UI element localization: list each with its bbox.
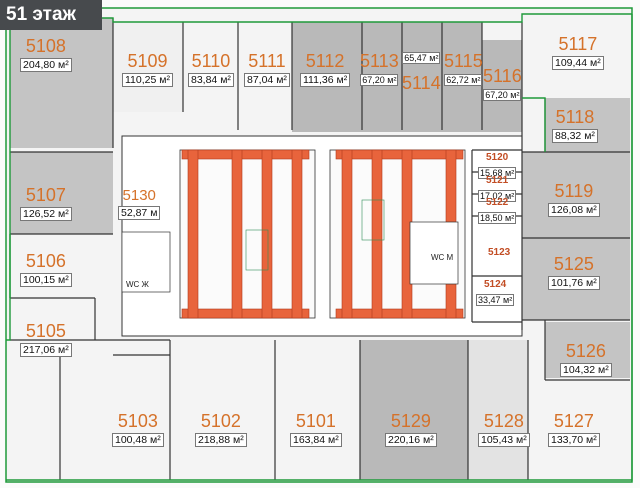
unit-5129-shade bbox=[360, 340, 468, 480]
stairs bbox=[245, 199, 385, 271]
unit-5109-shade bbox=[113, 22, 183, 112]
unit-5115-shade bbox=[442, 22, 482, 132]
unit-5116-shade bbox=[482, 40, 522, 132]
unit-5118-shade bbox=[545, 98, 630, 152]
unit-5113-shade bbox=[362, 22, 402, 132]
wc-men-label: WC М bbox=[431, 253, 454, 262]
restroom-blocks bbox=[121, 221, 459, 293]
unit-5108-shade bbox=[10, 18, 113, 148]
unit-5128-shade bbox=[468, 340, 528, 480]
unit-5107-shade bbox=[10, 152, 113, 234]
unit-5112-shade bbox=[292, 22, 362, 132]
unit-5125-shade bbox=[522, 238, 630, 320]
unit-5126-shade bbox=[545, 322, 630, 378]
unit-5114-shade bbox=[402, 22, 442, 132]
wc-women-label: WC Ж bbox=[126, 280, 149, 289]
floor-label: 51 этаж bbox=[0, 0, 102, 30]
unit-5119-shade bbox=[522, 152, 630, 238]
